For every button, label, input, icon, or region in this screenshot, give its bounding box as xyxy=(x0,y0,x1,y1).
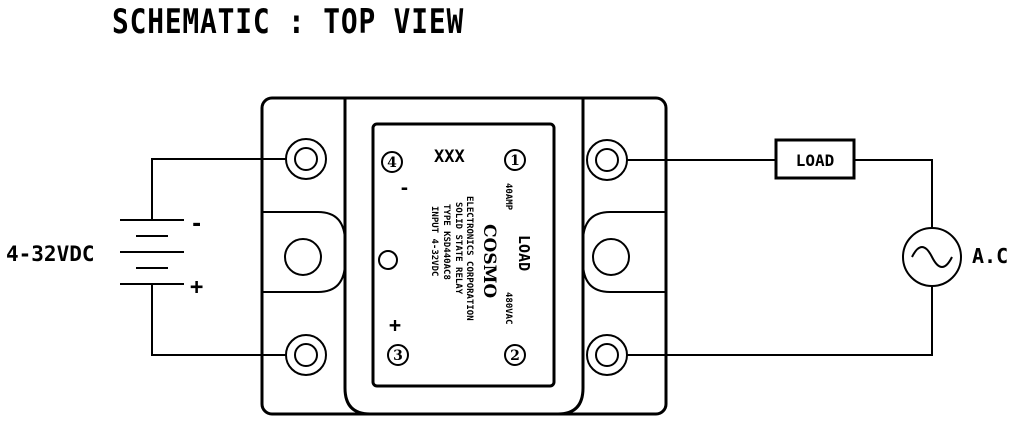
terminal-1-marker xyxy=(504,149,526,171)
load-label-plate: LOAD xyxy=(515,235,533,271)
terminal-3-screw xyxy=(285,334,327,376)
terminal-3-marker xyxy=(387,344,409,366)
supply-plus-sign: + xyxy=(190,275,203,300)
ac-label: A.C xyxy=(972,244,1008,268)
load-label: LOAD xyxy=(796,151,835,170)
brand-name: COSMO xyxy=(479,224,499,298)
relay-center-panel xyxy=(343,98,585,416)
rating-vac: 480VAC xyxy=(503,292,513,325)
plate-line-4: INPUT 4-32VDC xyxy=(429,206,439,276)
wire-positive xyxy=(151,284,286,356)
ac-source-icon xyxy=(902,227,962,287)
wire-load-to-ac xyxy=(854,159,933,228)
plate-line-2: SOLID STATE RELAY xyxy=(453,202,463,295)
left-mount-tab xyxy=(262,211,346,293)
terminal-3-sign: + xyxy=(389,313,401,337)
right-mount-hole xyxy=(592,238,630,276)
battery-icon xyxy=(120,219,184,285)
terminal-2-marker xyxy=(504,344,526,366)
terminal-4-sign: - xyxy=(399,178,410,199)
wire-negative xyxy=(151,158,286,220)
terminal-4-number: 4 xyxy=(387,155,397,171)
terminal-4-marker xyxy=(381,151,403,173)
page-title: SCHEMATIC : TOP VIEW xyxy=(112,2,465,42)
plate-line-1: ELECTRONICS CORPORATION xyxy=(464,196,474,321)
plate-line-3: TYPE KSD440AC8 xyxy=(441,204,451,280)
supply-minus-sign: - xyxy=(190,212,203,237)
relay-label-plate xyxy=(371,122,556,388)
terminal-2-number: 2 xyxy=(510,348,520,364)
led-indicator xyxy=(378,250,398,270)
terminal-1-number: 1 xyxy=(510,153,520,169)
rating-amp: 40AMP xyxy=(503,183,513,211)
wire-ac-return xyxy=(627,286,933,356)
right-mount-tab xyxy=(582,211,666,293)
supply-voltage-label: 4-32VDC xyxy=(6,242,95,266)
terminal-1-screw xyxy=(586,139,628,181)
terminal-2-screw xyxy=(586,334,628,376)
terminal-4-screw xyxy=(285,138,327,180)
relay-xxx-label: XXX xyxy=(434,147,465,167)
left-mount-hole xyxy=(284,238,322,276)
terminal-3-number: 3 xyxy=(393,348,403,364)
